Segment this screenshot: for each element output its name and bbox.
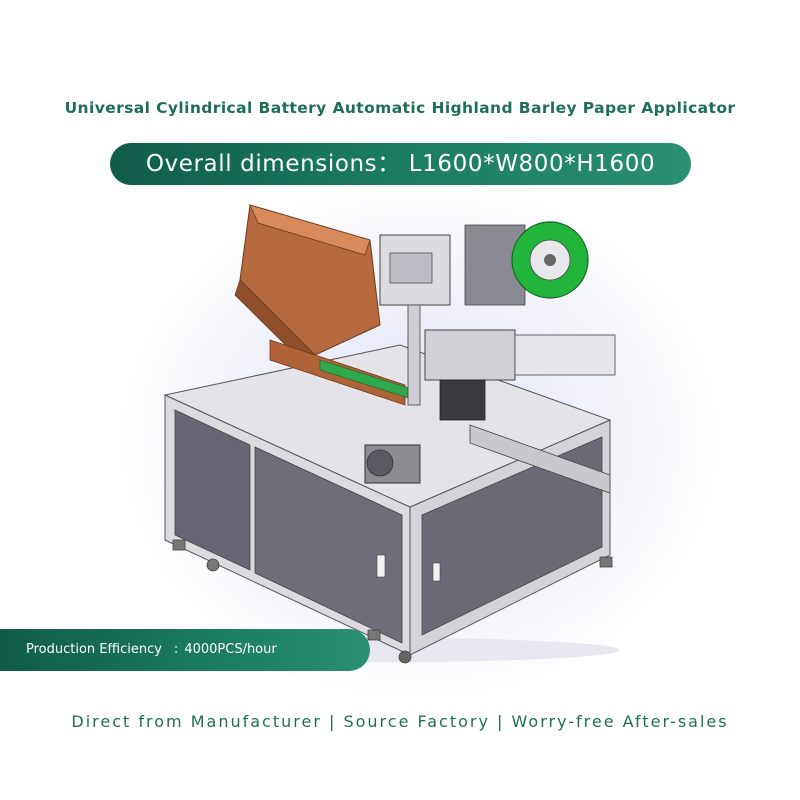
cylinder-unit <box>514 334 616 376</box>
machine-illustration <box>160 204 620 664</box>
door-handle <box>376 554 386 578</box>
side-handle <box>432 562 441 582</box>
dimensions-banner: Overall dimensions： L1600*W800*H1600 <box>110 143 691 185</box>
efficiency-separator: : <box>173 642 179 657</box>
casters <box>172 539 613 664</box>
cabinet-door-left <box>174 409 251 571</box>
footer-tagline: Direct from Manufacturer | Source Factor… <box>71 712 729 731</box>
center-column <box>407 304 421 406</box>
production-efficiency-badge: Production Efficiency:4000PCS/hour <box>0 629 370 671</box>
efficiency-label: Production Efficiency <box>26 642 162 657</box>
motor-flange <box>366 449 394 477</box>
control-screen <box>389 252 433 284</box>
output-rail <box>469 424 611 494</box>
pressing-block <box>439 379 486 421</box>
applicator-head <box>424 329 516 381</box>
efficiency-value: 4000PCS/hour <box>184 642 277 657</box>
reel-axle <box>544 254 556 266</box>
product-title: Universal Cylindrical Battery Automatic … <box>64 99 736 117</box>
hopper-lip <box>249 204 371 256</box>
cabinet-door-right <box>254 446 403 644</box>
